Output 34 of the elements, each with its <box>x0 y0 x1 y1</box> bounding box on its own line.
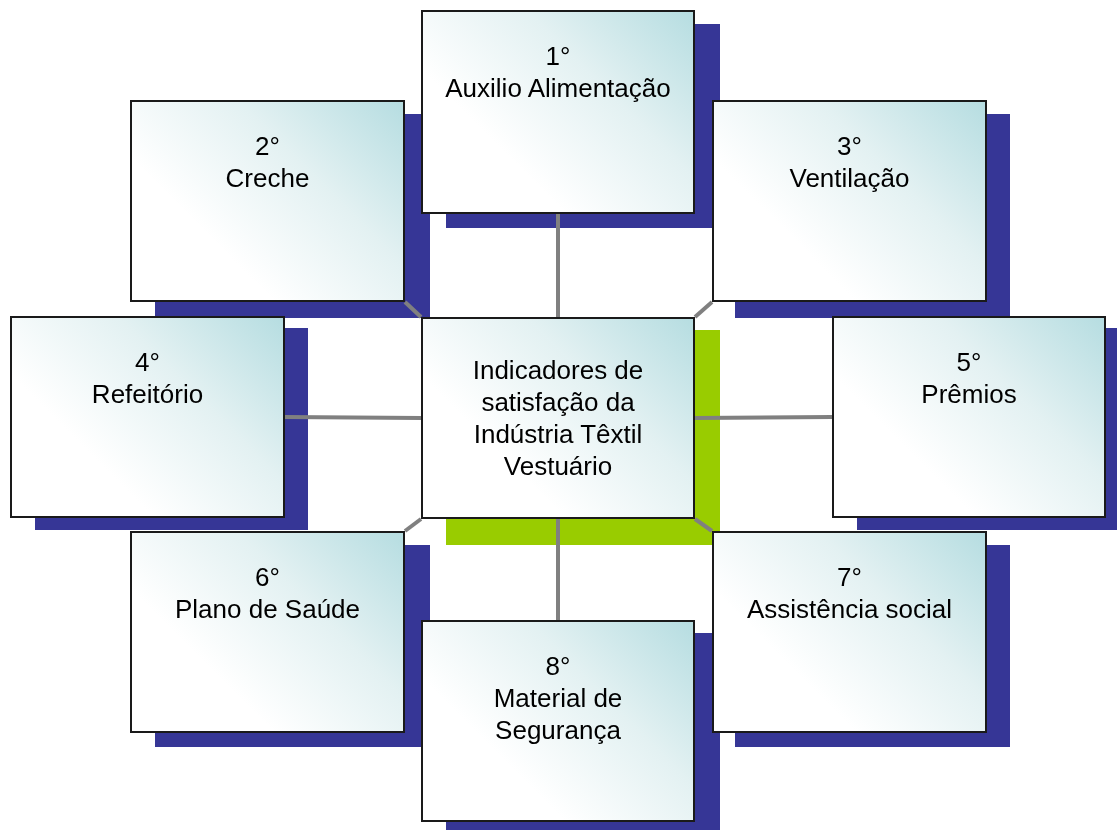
box-label: Material de Segurança <box>492 682 624 746</box>
connector-line <box>693 300 714 319</box>
connector-line <box>695 415 832 420</box>
category-box <box>130 100 405 302</box>
connector-line <box>403 517 423 533</box>
category-box <box>421 10 695 214</box>
box-label: Auxilio Alimentação <box>445 72 671 104</box>
rank-number: 3° <box>837 130 862 162</box>
category-box <box>421 620 695 822</box>
rank-number: 7° <box>837 561 862 593</box>
rank-number: 2° <box>255 130 280 162</box>
rank-number: 5° <box>956 346 982 378</box>
category-box <box>712 100 987 302</box>
category-box <box>712 531 987 733</box>
box-label: Plano de Saúde <box>174 593 360 625</box>
box-label: Assistência social <box>746 593 953 625</box>
category-box <box>10 316 285 518</box>
category-box <box>130 531 405 733</box>
box-label: Prêmios <box>921 378 1017 410</box>
box-label: Ventilação <box>789 162 910 194</box>
connector-line <box>556 519 560 620</box>
rank-number: 1° <box>545 40 571 72</box>
central-box <box>421 317 695 519</box>
connector-line <box>285 415 421 420</box>
box-label: Indicadores de satisfação da Indústria Têxtil Vestuário <box>471 354 645 482</box>
connector-line <box>693 517 714 533</box>
connector-line <box>556 214 560 317</box>
rank-number: 8° <box>545 650 571 682</box>
rank-number: 4° <box>135 346 160 378</box>
connector-line <box>403 300 423 319</box>
box-label: Creche <box>225 162 310 194</box>
category-box <box>832 316 1106 518</box>
rank-number: 6° <box>255 561 280 593</box>
box-label: Refeitório <box>91 378 204 410</box>
